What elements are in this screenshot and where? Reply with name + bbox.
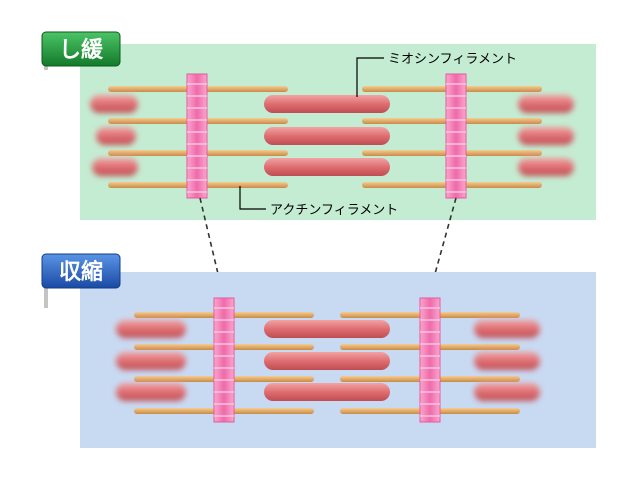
contracted-z-discs: [213, 297, 441, 423]
relaxed-z-discs: [186, 73, 467, 199]
contracted-label: 収縮: [59, 259, 103, 285]
actin-label: アクチンフィラメント: [270, 203, 398, 218]
actin-callout: アクチンフィラメント: [239, 186, 398, 218]
relaxed-tag: し緩: [41, 31, 121, 70]
contracted-tag: 収縮: [41, 253, 121, 308]
relaxed-myosin-filaments: [90, 95, 574, 176]
contracted-myosin-filaments: [116, 320, 540, 401]
relaxed-label: し緩: [59, 37, 104, 63]
myosin-label: ミオシンフィラメント: [388, 52, 517, 67]
myosin-callout: ミオシンフィラメント: [356, 52, 517, 97]
